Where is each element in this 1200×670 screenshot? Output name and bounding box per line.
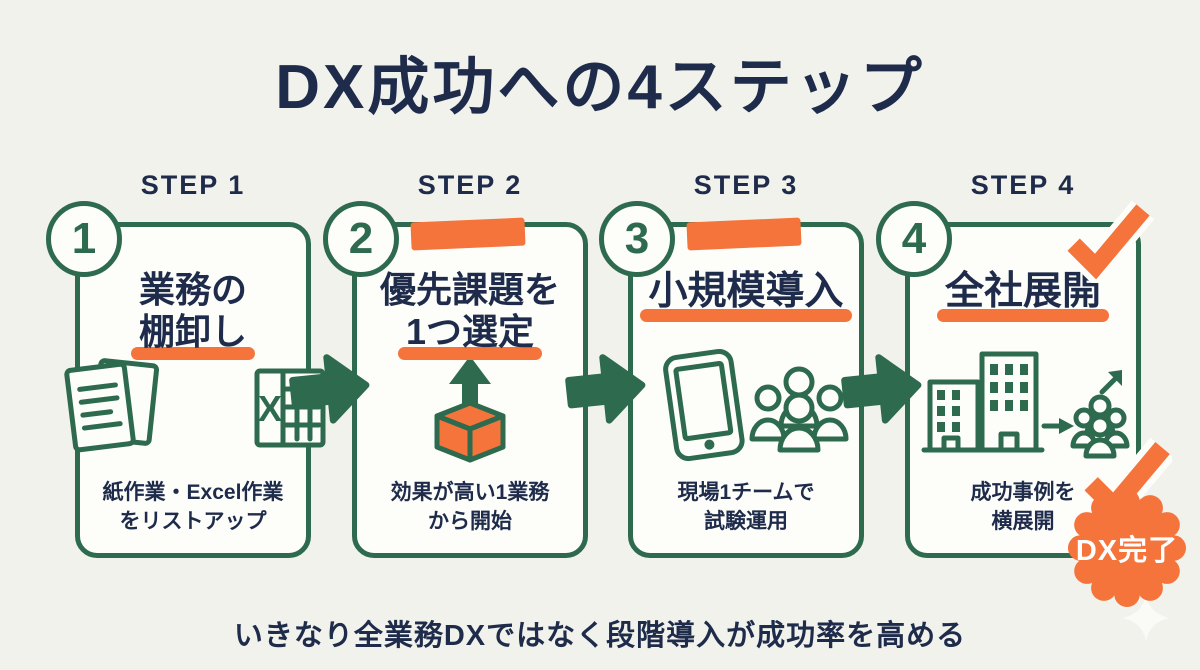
step-2-description: 効果が高い1業務 から開始 [391,479,550,537]
step-number: 2 [348,214,374,263]
heading-line-underlined: 棚卸し [130,311,256,361]
sparkle-icon [1122,594,1170,642]
dx-complete-badge: DX完了 [1066,487,1188,609]
box-with-up-arrow-icon [434,356,506,463]
footer-note: いきなり全業務DXではなく段階導入が成功率を高める [233,620,967,652]
step-3-icon-area [639,347,853,465]
heading-line-underlined: 全社展開 [936,270,1110,322]
orange-highlight-bar [686,217,802,251]
description-line: 横展開 [991,510,1055,534]
tablet-and-team-icons [663,349,849,462]
seal-shape [1067,488,1187,608]
step-3-description: 現場1チームで 試験運用 [677,479,814,537]
tablet-icon [663,349,745,462]
description-line: をリストアップ [119,510,267,534]
step-number: 3 [624,214,650,263]
step-1-heading: 業務の 棚卸し [130,269,256,361]
flow-arrow-1 [289,354,370,424]
step-4-card: 全社展開 [905,200,1154,558]
team-group-icon [1070,394,1130,459]
badge-label: DX完了 [1075,535,1179,567]
step-2-heading: 優先課題を 1つ選定 [379,269,560,361]
flow-arrow-3 [841,354,922,424]
page-title: DX成功への4ステップ [275,53,925,122]
heading-line-underlined: 1つ選定 [397,311,543,361]
heading-line-underlined: 小規模導入 [640,270,852,322]
step-1-number-badge: 1 [46,201,122,277]
orange-highlight-bar [410,217,526,251]
paper-documents-icon [64,358,160,453]
description-line: 成功事例を [970,481,1076,505]
step-number: 4 [901,214,927,263]
step-1-icon-area: X [55,355,331,465]
step-4-label: STEP 4 [970,170,1076,200]
step-4-icon-area [916,347,1130,465]
step-4-description: 成功事例を 横展開 [971,479,1076,537]
heading-line: 優先課題を [379,269,560,310]
svg-text:X: X [258,388,282,429]
step-3-number-badge: 3 [599,201,675,277]
step-1-description: 紙作業・Excel作業 をリストアップ [103,479,284,537]
completed-check-icon [1063,200,1154,283]
description-line: 効果が高い1業務 [390,481,550,505]
step-2-card: 優先課題を 1つ選定 効果が高い1業務 から開始 [352,217,588,558]
step-4-heading: 全社展開 [936,269,1110,347]
description-line: 紙作業・Excel作業 [102,481,284,505]
description-line: 現場1チームで [677,481,815,505]
step-1-card: 業務の 棚卸し X [64,222,326,558]
description-line: から開始 [428,510,512,534]
flow-arrow-2 [565,354,646,424]
step-4-number-badge: 4 [876,201,952,277]
growth-arrow-icon [1099,370,1122,395]
description-line: 試験運用 [704,510,788,534]
step-number: 1 [71,214,97,263]
heading-line: 業務の [138,269,247,310]
office-buildings-icon [921,351,1045,453]
step-3-label: STEP 3 [693,170,799,200]
step-3-card: 小規模導入 [628,217,864,558]
rollout-icons [921,351,1130,459]
arrow-right-icon [1041,418,1074,435]
step-1-label: STEP 1 [140,170,246,200]
team-group-icon [749,366,849,453]
step-3-heading: 小規模導入 [640,269,852,347]
step-2-label: STEP 2 [417,170,523,200]
step-2-number-badge: 2 [323,201,399,277]
step-2-icon-area [375,353,565,465]
